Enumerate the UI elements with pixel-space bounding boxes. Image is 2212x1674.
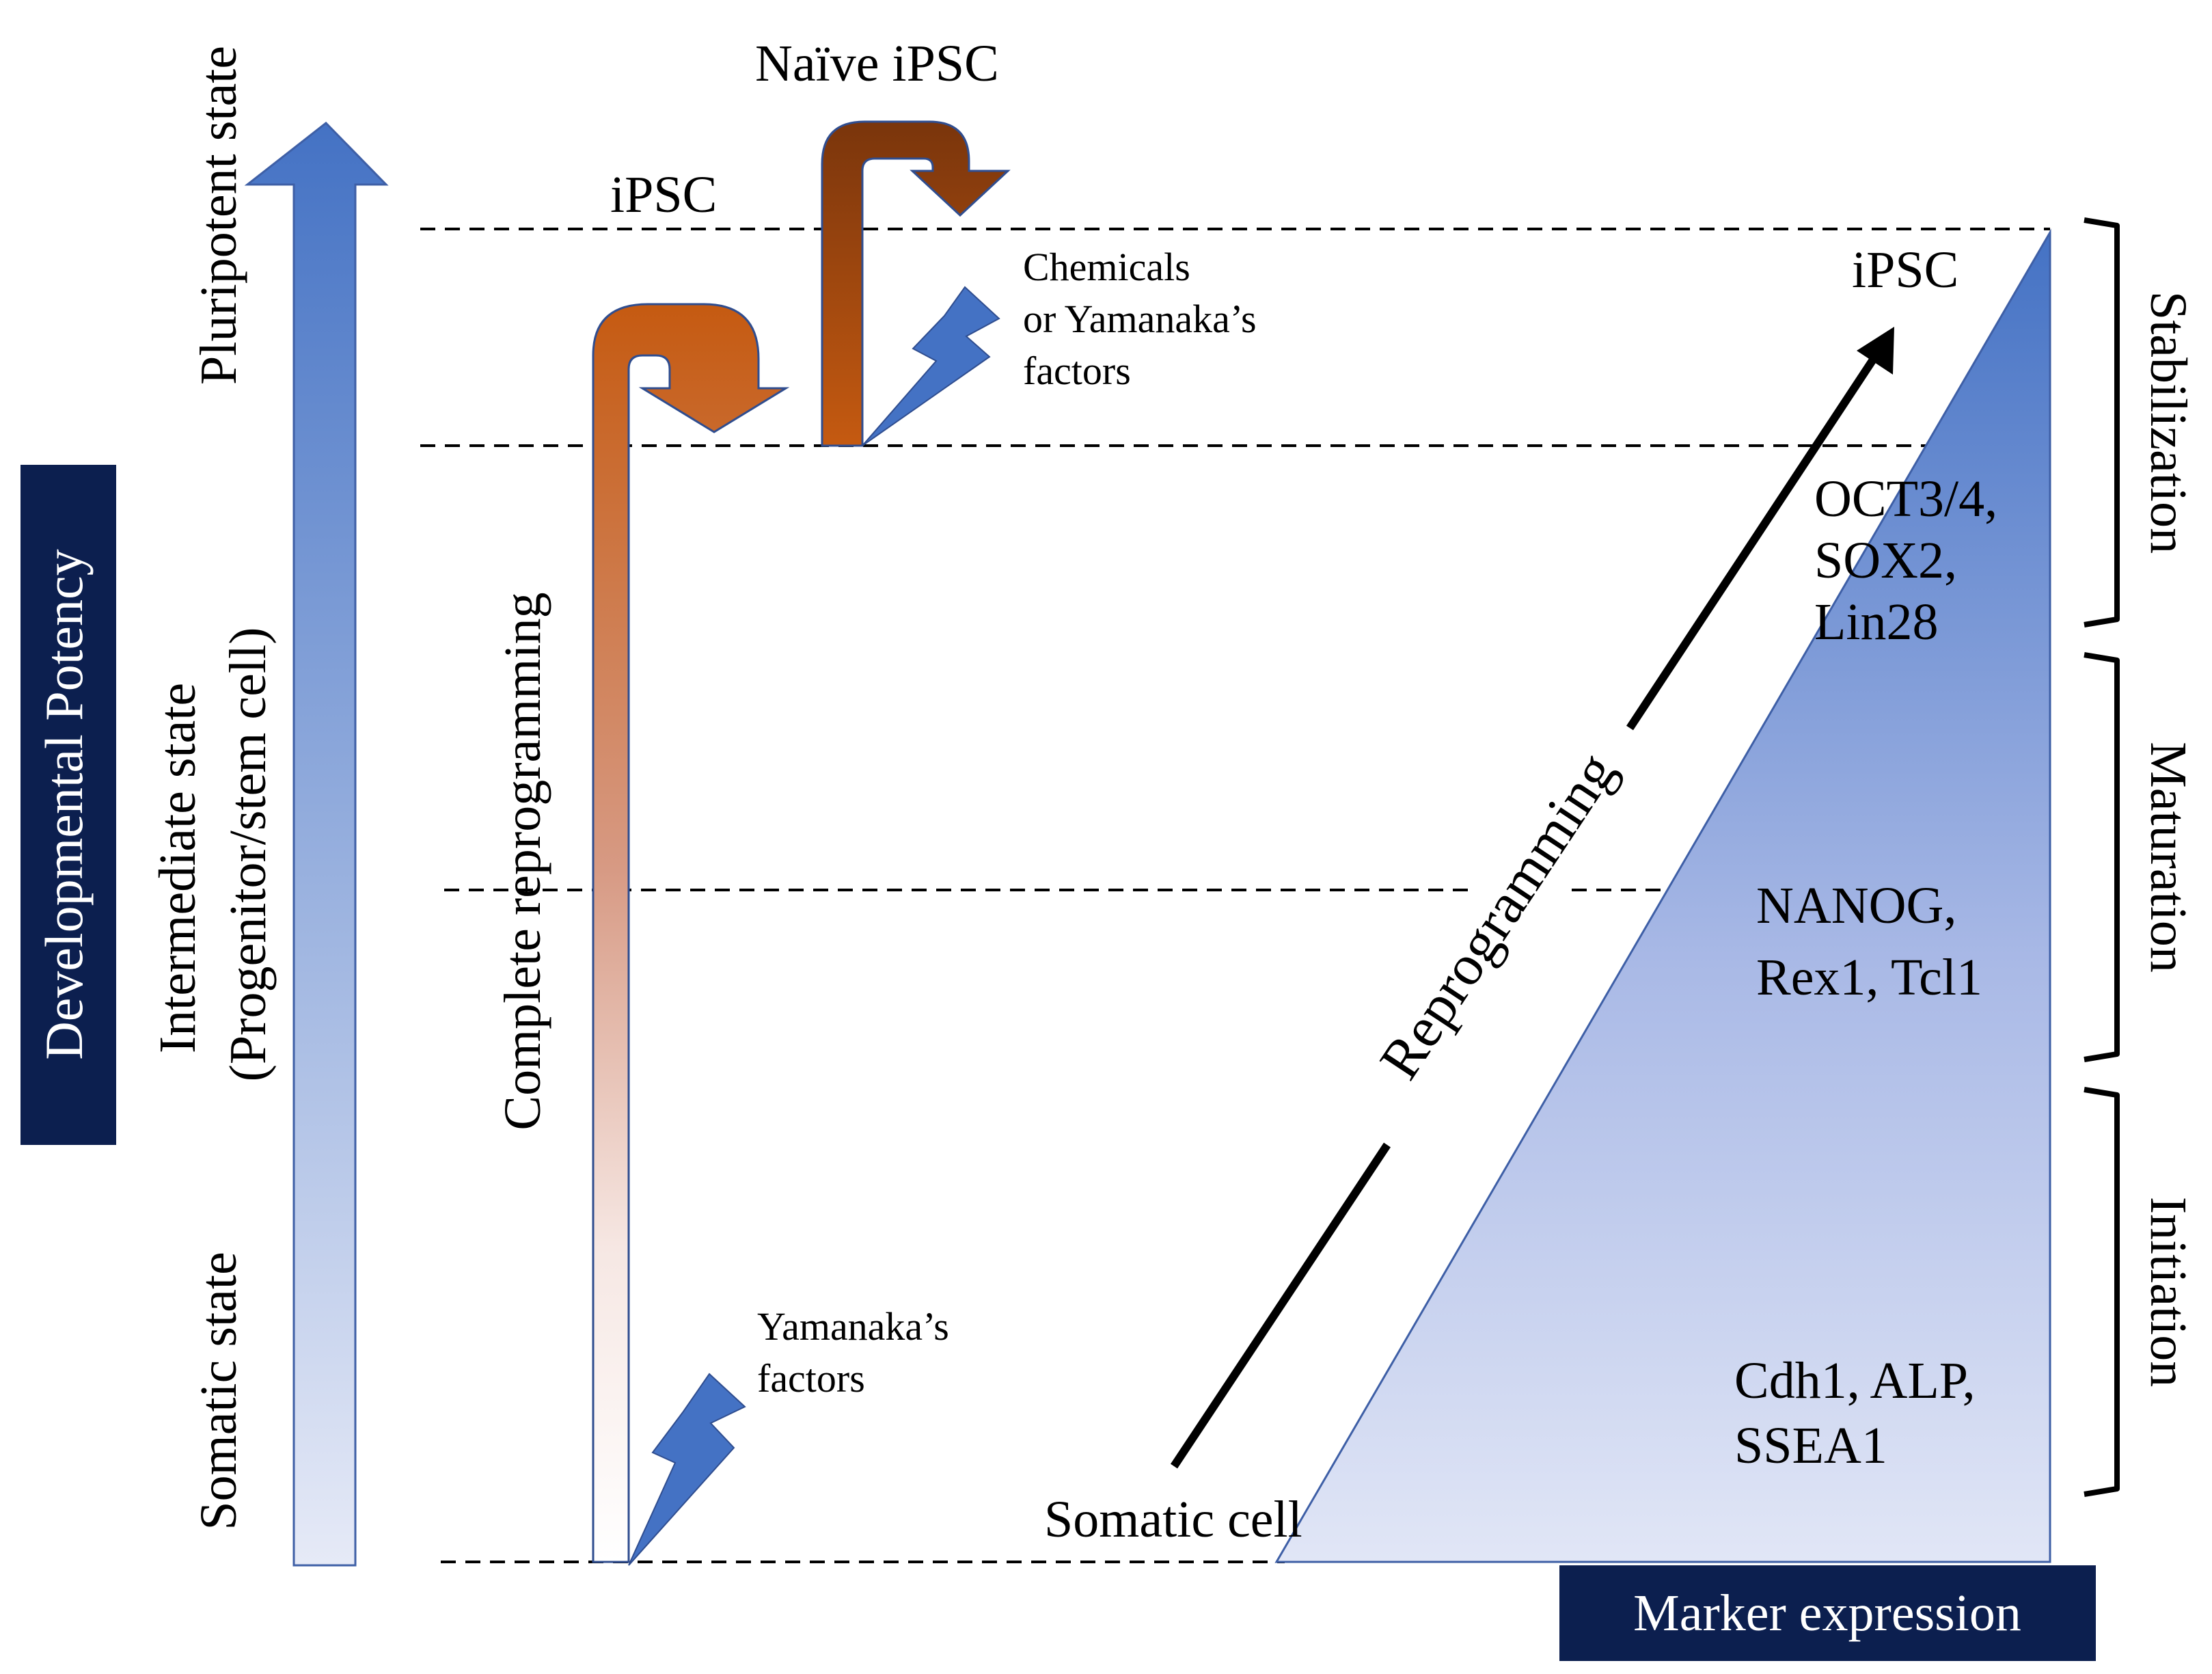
marker-expression-box xyxy=(1559,1565,2096,1661)
marker-rex1-tcl1: Rex1, Tcl1 xyxy=(1756,949,1982,1006)
marker-oct34: OCT3/4, xyxy=(1814,470,1997,528)
lightning-bolt-icon xyxy=(862,286,1000,446)
stage-maturation-label: Maturation xyxy=(2140,742,2197,973)
initiation-markers: Cdh1, ALP, SSEA1 xyxy=(1734,1352,1976,1474)
complete-reprogramming-label: Complete reprogramming xyxy=(494,592,551,1130)
intermediate-state-sublabel: (Progenitor/stem cell) xyxy=(219,627,277,1082)
ipsc-label: iPSC xyxy=(610,166,717,224)
marker-sox2: SOX2, xyxy=(1814,532,1957,589)
initiation-bracket xyxy=(2084,1087,2120,1497)
stage-initiation-label: Initiation xyxy=(2140,1197,2197,1388)
somatic-state-label: Somatic state xyxy=(190,1252,247,1530)
ipsc-right-label: iPSC xyxy=(1852,241,1958,299)
marker-lin28: Lin28 xyxy=(1814,593,1939,651)
reprogramming-arrow xyxy=(1171,327,1894,1469)
chemicals-label-line1: Chemicals xyxy=(1023,245,1190,289)
complete-reprogramming-arrow xyxy=(592,303,790,1563)
yamanaka-label-line1: Yamanaka’s xyxy=(757,1304,949,1349)
stage-stabilization-label: Stabilization xyxy=(2140,291,2197,554)
yamanaka-label-line2: factors xyxy=(757,1356,865,1401)
marker-nanog: NANOG, xyxy=(1756,877,1956,934)
stage-brackets xyxy=(2084,217,2120,1497)
maturation-bracket xyxy=(2084,652,2120,1062)
developmental-potency-box xyxy=(21,465,116,1145)
stabilization-markers: OCT3/4, SOX2, Lin28 xyxy=(1814,470,1997,651)
somatic-cell-label: Somatic cell xyxy=(1044,1491,1302,1548)
chemicals-label-line3: factors xyxy=(1023,349,1131,393)
stabilization-bracket xyxy=(2084,217,2120,627)
marker-expression-triangle xyxy=(1274,228,2051,1563)
marker-cdh1-alp: Cdh1, ALP, xyxy=(1734,1352,1976,1409)
pluripotent-state-label: Pluripotent state xyxy=(190,46,247,385)
chemicals-label-line2: or Yamanaka’s xyxy=(1023,297,1257,341)
marker-expression-label: Marker expression xyxy=(1633,1584,2021,1642)
lightning-bolt-icon xyxy=(628,1373,746,1566)
naive-ipsc-label: Naïve iPSC xyxy=(755,35,999,92)
developmental-potency-label: Developmental Potency xyxy=(34,549,94,1059)
state-lines xyxy=(420,228,2050,1563)
intermediate-state-label: Intermediate state xyxy=(149,683,206,1053)
potency-arrow xyxy=(244,121,389,1567)
marker-ssea1: SSEA1 xyxy=(1734,1417,1887,1474)
maturation-markers: NANOG, Rex1, Tcl1 xyxy=(1756,877,1982,1006)
naive-reprogramming-arrow xyxy=(821,120,1011,447)
